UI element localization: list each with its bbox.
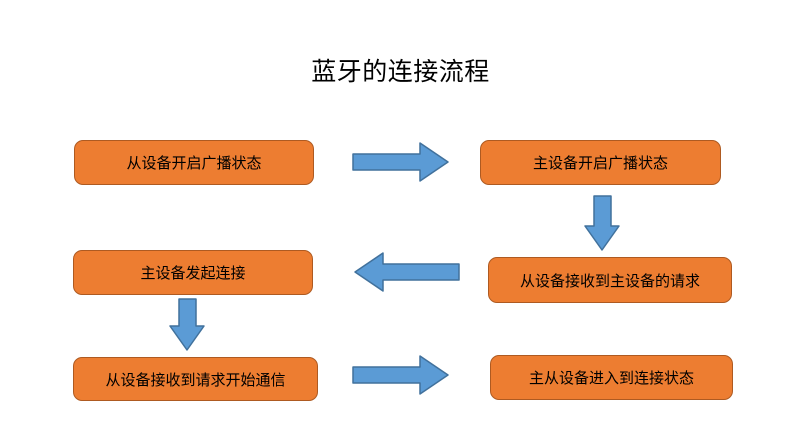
diagram-title: 蓝牙的连接流程 [311, 58, 490, 86]
flow-node-label: 从设备接收到主设备的请求 [519, 272, 700, 290]
flow-node-slave-receives-request: 从设备接收到主设备的请求 [488, 257, 732, 303]
right-arrow-icon [352, 142, 449, 182]
flow-node-label: 从设备接收到请求开始通信 [105, 371, 286, 389]
flow-node-label: 主设备发起连接 [140, 265, 246, 282]
left-arrow-icon [354, 252, 460, 292]
down-arrow-icon [584, 195, 620, 251]
flow-node-slave-broadcast: 从设备开启广播状态 [74, 140, 314, 185]
flow-node-label: 主设备开启广播状态 [532, 155, 668, 172]
flow-node-slave-starts-communication: 从设备接收到请求开始通信 [73, 357, 318, 401]
right-arrow-icon [352, 355, 449, 395]
down-arrow-icon [169, 298, 205, 351]
flow-node-master-broadcast: 主设备开启广播状态 [480, 140, 721, 185]
flow-node-master-initiates: 主设备发起连接 [73, 250, 313, 295]
flow-node-connected-state: 主从设备进入到连接状态 [490, 355, 733, 400]
flow-node-label: 从设备开启广播状态 [126, 155, 262, 172]
flow-node-label: 主从设备进入到连接状态 [528, 370, 694, 387]
